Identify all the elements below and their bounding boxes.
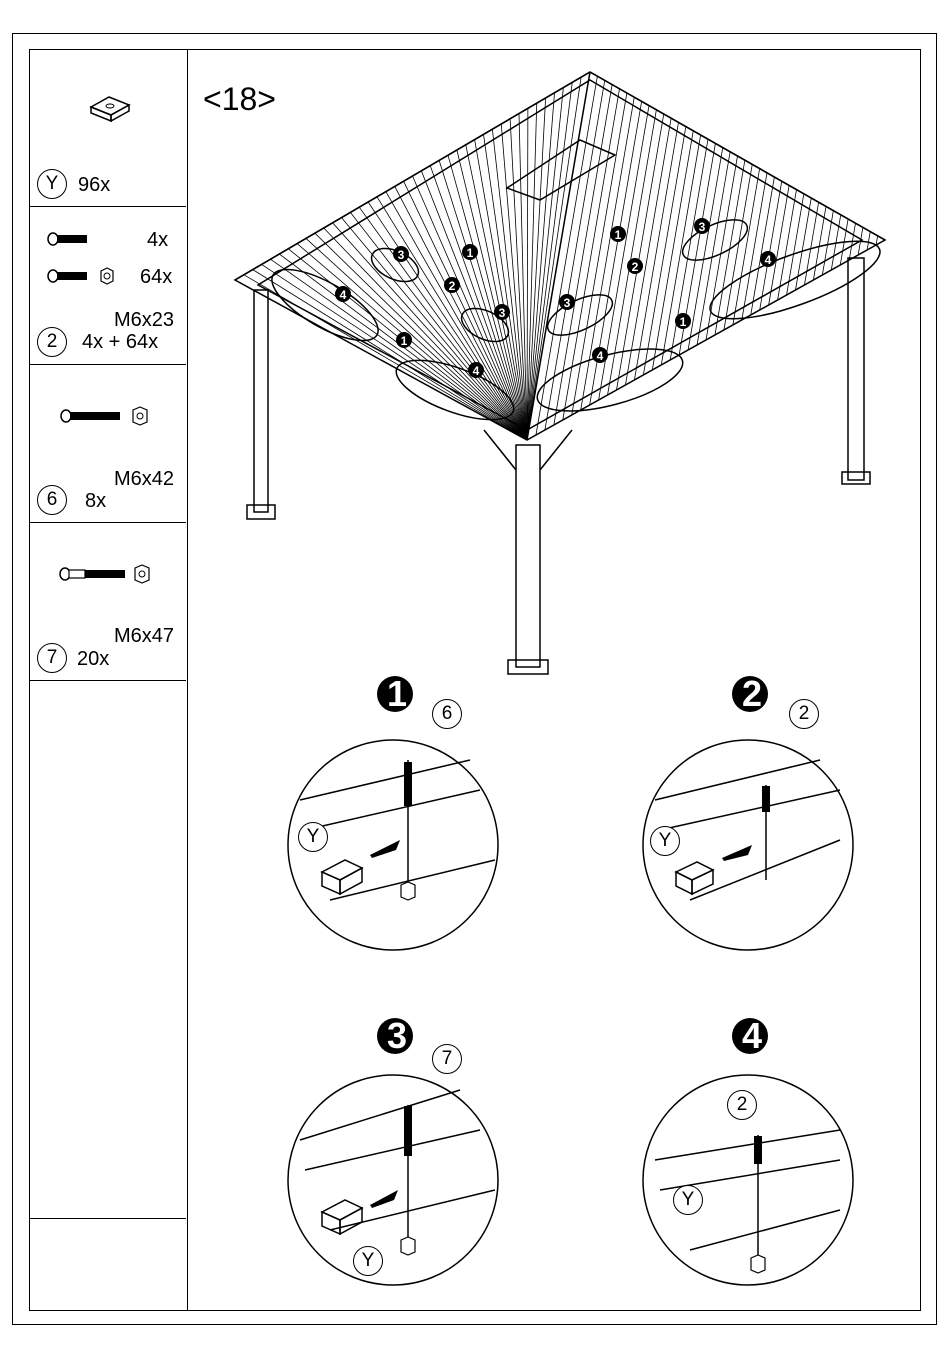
step-number: 1 [387, 676, 407, 712]
detail-step-1: 1 [375, 676, 415, 722]
detail-3-bolt-callout: 7 [432, 1044, 462, 1074]
detail-4-bolt-callout: 2 [727, 1090, 757, 1120]
detail-2-part-callout: Y [650, 826, 680, 856]
step-number: 4 [742, 1018, 762, 1054]
detail-circle-3 [288, 1075, 498, 1285]
detail-1-part-callout: Y [298, 822, 328, 852]
detail-step-3: 3 [375, 1018, 415, 1064]
detail-step-4: 4 [730, 1018, 770, 1064]
detail-4-part-callout: Y [673, 1185, 703, 1215]
detail-1-bolt-callout: 6 [432, 699, 462, 729]
step-number: 3 [387, 1018, 407, 1054]
detail-3-part-callout: Y [353, 1246, 383, 1276]
detail-2-bolt-callout: 2 [789, 699, 819, 729]
detail-step-2: 2 [730, 676, 770, 722]
step-number: 2 [742, 676, 762, 712]
